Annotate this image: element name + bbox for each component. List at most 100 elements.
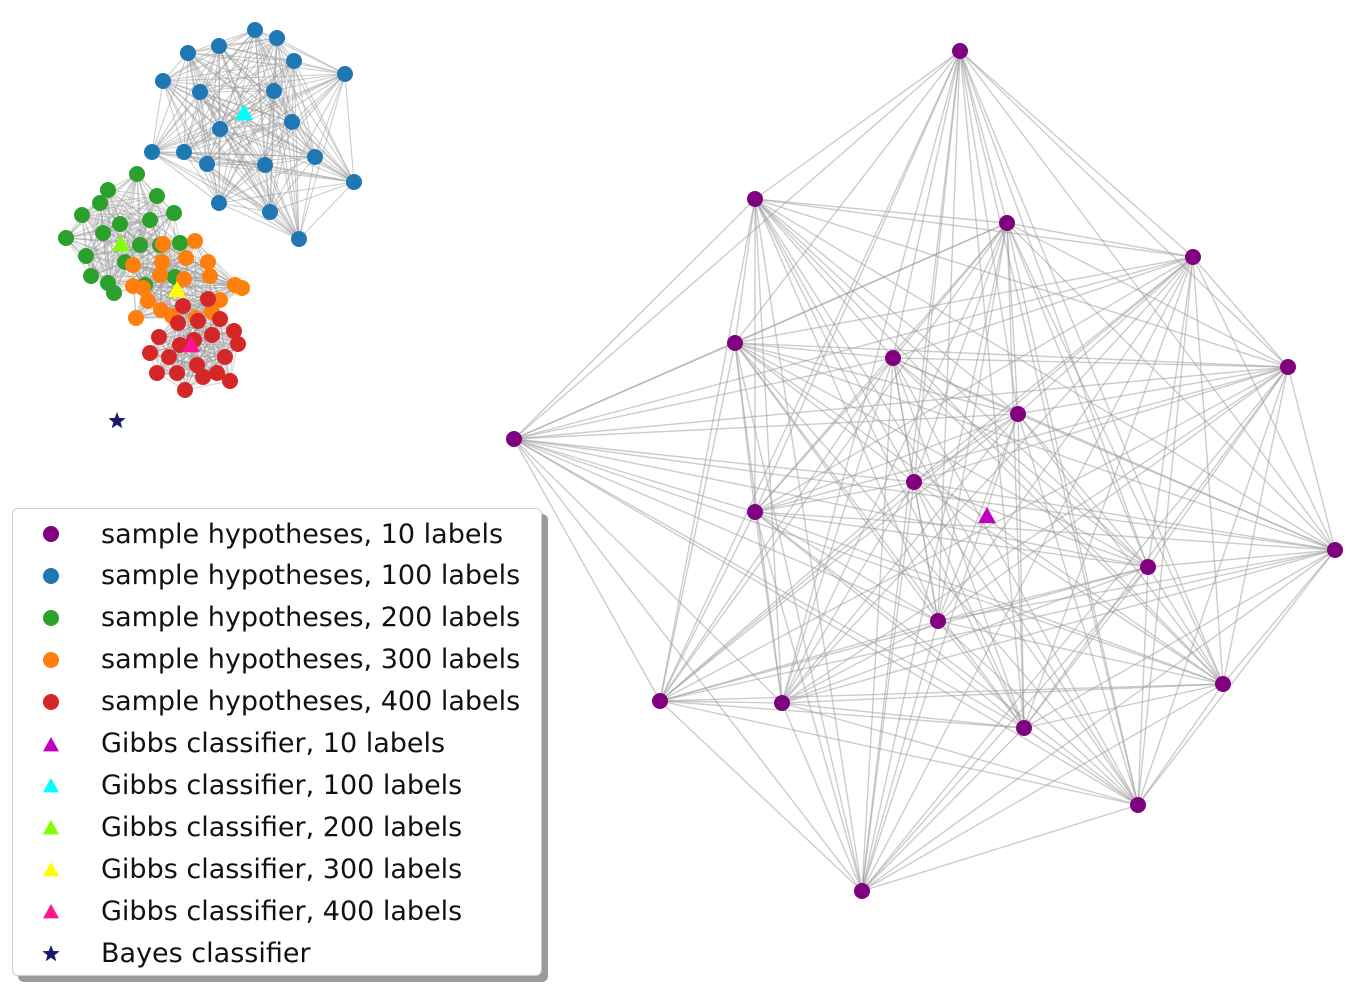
graph-edge [1017, 413, 1149, 568]
triangle-marker-icon [21, 848, 81, 890]
graph-edge [158, 334, 213, 338]
graph-edge [913, 481, 1336, 551]
graph-edge [892, 357, 1149, 568]
graph-edge [81, 214, 141, 246]
graph-edge [218, 45, 346, 75]
graph-edge [659, 198, 756, 702]
graph-edge [937, 366, 1289, 622]
graph-edge [162, 80, 275, 92]
graph-edge [1017, 256, 1194, 415]
graph-edge [913, 256, 1194, 483]
node-200-labels [58, 230, 74, 246]
node-10-labels [906, 474, 922, 490]
graph-edge [183, 151, 271, 213]
graph-edge [168, 305, 184, 358]
graph-edge [199, 91, 208, 165]
graph-edge [162, 80, 208, 165]
node-100-labels [346, 174, 362, 190]
graph-edge [218, 121, 293, 204]
graph-edge [937, 256, 1194, 622]
graph-edge [659, 256, 1194, 702]
graph-edge [1147, 256, 1194, 568]
graph-edge [65, 237, 126, 263]
node-200-labels [78, 248, 94, 264]
node-10-labels [885, 350, 901, 366]
graph-edge [1137, 683, 1224, 806]
graph-edge [659, 481, 915, 702]
graph-edge [276, 37, 346, 75]
graph-edge [754, 198, 1336, 551]
graph-edge [754, 50, 961, 200]
graph-edge [65, 237, 146, 286]
graph-edge [177, 322, 235, 332]
node-300-labels [155, 236, 171, 252]
graph-edge [659, 700, 783, 704]
node-10-labels [1185, 249, 1201, 265]
legend-item: Gibbs classifier, 400 labels [13, 890, 541, 932]
node-300-labels [200, 254, 216, 270]
node-100-labels [257, 157, 273, 173]
graph-edge [754, 511, 1139, 806]
node-10-labels [1016, 720, 1032, 736]
graph-edge [132, 261, 209, 266]
graph-edge [513, 438, 783, 704]
graph-edge [219, 128, 266, 166]
node-300-labels [178, 250, 194, 266]
node-100-labels [291, 231, 307, 247]
graph-edge [1006, 222, 1336, 551]
graph-edge [113, 212, 175, 294]
graph-edge [734, 342, 1019, 415]
node-10-labels [747, 191, 763, 207]
graph-edge [162, 243, 221, 301]
legend-label: sample hypotheses, 400 labels [101, 686, 521, 718]
node-100-labels [211, 195, 227, 211]
legend-item: sample hypotheses, 300 labels [13, 639, 541, 681]
graph-edge [160, 284, 236, 311]
graph-edge [273, 73, 346, 92]
graph-edge [199, 91, 300, 240]
node-200-labels [106, 285, 122, 301]
node-10-labels [1130, 797, 1146, 813]
graph-edge [151, 121, 293, 153]
node-300-labels [140, 293, 156, 309]
graph-edge [892, 357, 1139, 806]
graph-edge [149, 318, 221, 354]
node-400-labels [217, 349, 233, 365]
graph-edge [160, 275, 211, 311]
graph-edge [513, 357, 894, 440]
graph-edge [147, 284, 236, 302]
graph-edge [136, 173, 181, 244]
graph-edge [513, 198, 756, 440]
graph-edge [659, 566, 1149, 702]
graph-edge [1192, 256, 1224, 685]
graph-edge [513, 438, 1336, 551]
graph-edge [151, 128, 221, 153]
legend-label: Gibbs classifier, 100 labels [101, 769, 463, 801]
star-marker-icon [21, 932, 81, 974]
graph-edge [513, 366, 1289, 440]
graph-edge [142, 287, 197, 319]
legend-label: sample hypotheses, 10 labels [101, 518, 504, 550]
graph-edge [513, 50, 961, 440]
graph-edge [513, 438, 1149, 568]
graph-edge [199, 60, 295, 93]
graph-edge [99, 202, 151, 221]
graph-edge [162, 73, 346, 82]
legend-item: Gibbs classifier, 100 labels [13, 764, 541, 806]
node-100-labels [180, 45, 196, 61]
graph-edge [1023, 366, 1289, 729]
graph-edge [959, 50, 1336, 551]
graph-edge [754, 222, 1008, 513]
graph-edge [90, 223, 121, 277]
graph-edge [99, 195, 158, 204]
node-10-labels [952, 43, 968, 59]
graph-edge [513, 438, 661, 702]
graph-edge [156, 195, 181, 244]
node-300-labels [154, 254, 170, 270]
graph-edge [151, 151, 220, 204]
graph-edge [113, 219, 151, 294]
graph-edge [161, 261, 236, 286]
graph-edge [734, 256, 1194, 344]
graph-edge [102, 173, 138, 234]
graph-edge [754, 511, 1149, 568]
